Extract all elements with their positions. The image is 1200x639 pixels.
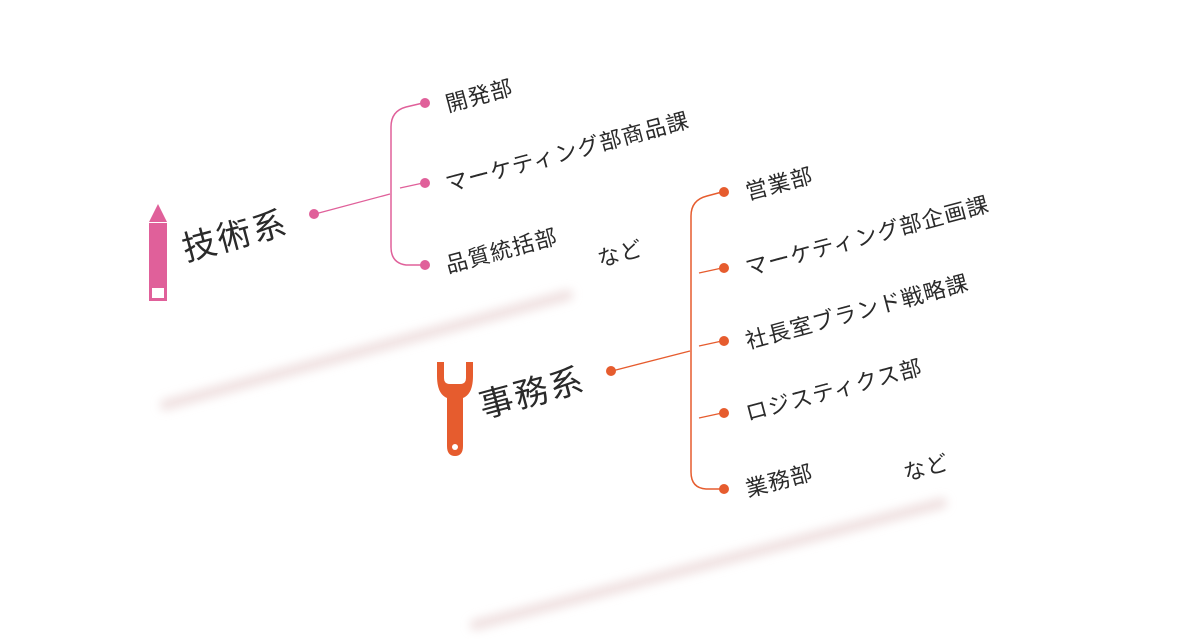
office-panel-shadow (470, 498, 947, 630)
tech-item-node (420, 98, 430, 108)
office-item-node (719, 484, 729, 494)
tech-title: 技術系 (178, 203, 293, 270)
wrench-icon (437, 362, 473, 456)
tech-item-node (420, 178, 430, 188)
office-item-label: ロジスティクス部 (743, 356, 925, 427)
office-item-label: 社長室ブランド戦略課 (743, 271, 972, 355)
tech-etc-label: など (595, 237, 646, 273)
office-item-node (719, 263, 729, 273)
pencil-icon (149, 204, 167, 301)
office-etc-label: など (901, 451, 952, 487)
office-title-node (606, 366, 616, 376)
office-item-label: 営業部 (743, 164, 816, 206)
office-title: 事務系 (475, 360, 590, 427)
tech-bracket (390, 102, 424, 266)
tech-item-label: マーケティング部商品課 (443, 109, 692, 198)
tech-title-node (309, 209, 319, 219)
tech-panel-shadow (160, 290, 573, 410)
office-item-label: 業務部 (743, 461, 816, 503)
office-bracket (690, 191, 723, 490)
tech-item-label: 開発部 (443, 76, 516, 118)
office-group: 事務系 営業部 マーケティング部企画課 社長室ブランド戦略課 ロジスティクス部 … (437, 164, 992, 503)
office-item-label: マーケティング部企画課 (743, 193, 992, 282)
office-item-node (719, 408, 729, 418)
tech-item-node (420, 260, 430, 270)
office-item-node (719, 187, 729, 197)
tech-item-label: 品質統括部 (443, 225, 561, 279)
office-item-node (719, 336, 729, 346)
tech-group: 技術系 開発部 マーケティング部商品課 品質統括部 など (149, 76, 692, 301)
